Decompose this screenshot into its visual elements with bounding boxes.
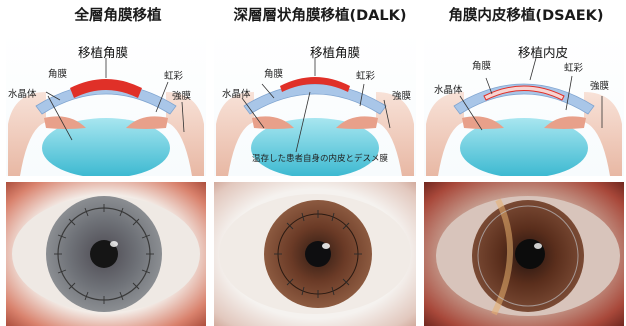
panel-title-dsaek: 角膜内皮移植(DSAEK) (432, 4, 620, 26)
panel-title-dalk: 深層層状角膜移植(DALK) (222, 4, 418, 26)
label-sclera: 強膜 (172, 88, 191, 102)
label-preserved-endothelium: 温存した患者自身の内皮とデスメ膜 (252, 152, 388, 164)
label-lens: 水晶体 (434, 82, 463, 96)
label-iris: 虹彩 (164, 68, 183, 82)
diagram-dalk: 移植角膜 角膜 虹彩 水晶体 強膜 温存した患者自身の内皮とデスメ膜 (214, 32, 416, 176)
photo-eye-penetrating-keratoplasty (6, 182, 206, 326)
cornea-shape (244, 84, 386, 114)
label-graft: 移植内皮 (518, 42, 568, 61)
panel-title-penetrating-keratoplasty: 全層角膜移植 (58, 4, 178, 26)
label-sclera: 強膜 (392, 88, 411, 102)
label-lens: 水晶体 (222, 86, 251, 100)
label-sclera: 強膜 (590, 78, 609, 92)
diagram-dsaek: 移植内皮 角膜 虹彩 水晶体 強膜 (424, 32, 624, 176)
diagram-penetrating-keratoplasty: 移植角膜 角膜 虹彩 水晶体 強膜 (6, 32, 206, 176)
label-lens: 水晶体 (8, 86, 37, 100)
label-graft: 移植角膜 (78, 42, 128, 61)
label-iris: 虹彩 (356, 68, 375, 82)
photo-eye-dsaek (424, 182, 624, 326)
label-cornea: 角膜 (472, 58, 491, 72)
photo-eye-dalk (214, 182, 416, 326)
label-cornea: 角膜 (264, 66, 283, 80)
label-iris: 虹彩 (564, 60, 583, 74)
label-cornea: 角膜 (48, 66, 67, 80)
label-graft: 移植角膜 (310, 42, 360, 61)
